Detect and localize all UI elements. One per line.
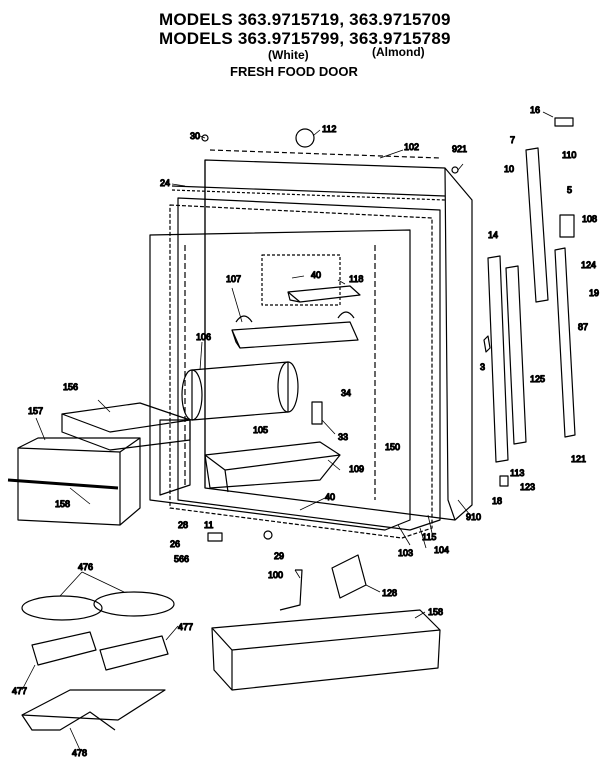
door-trim-strips: [487, 147, 576, 463]
storage-bin-156: [61, 402, 191, 496]
label-108: 108: [582, 214, 597, 224]
label-150: 150: [385, 442, 400, 452]
label-28: 28: [178, 520, 188, 530]
label-87: 87: [578, 322, 588, 332]
label-109: 109: [349, 464, 364, 474]
label-26: 26: [170, 539, 180, 549]
label-102: 102: [404, 142, 419, 152]
label-10: 10: [504, 164, 514, 174]
label-30: 30: [190, 131, 200, 141]
label-118: 118: [349, 274, 363, 284]
label-107: 107: [226, 274, 241, 284]
door-outer-panel: [204, 149, 473, 521]
storage-bin-157: [17, 437, 141, 526]
leader-lines: [21, 111, 554, 751]
label-3: 3: [480, 362, 485, 372]
label-18: 18: [492, 496, 502, 506]
label-158b: 158: [428, 607, 443, 617]
label-910: 910: [466, 512, 481, 522]
egg-trays-476: [21, 591, 175, 621]
label-121: 121: [571, 454, 586, 464]
models-title-line-1: MODELS 363.9715719, 363.9715709: [159, 10, 451, 29]
diagram-header: MODELS 363.9715719, 363.9715709 MODELS 3…: [0, 0, 608, 80]
label-128: 128: [382, 588, 397, 598]
shelf-128: [331, 554, 367, 599]
label-100: 100: [268, 570, 283, 580]
storage-bin-158: [211, 609, 441, 691]
door-inner-liner: [149, 229, 411, 531]
shelf-107: [231, 311, 359, 349]
label-478: 478: [72, 748, 87, 758]
label-105: 105: [253, 425, 268, 435]
label-7: 7: [510, 135, 515, 145]
dairy-cylinder: [181, 361, 299, 421]
label-11: 11: [204, 520, 213, 530]
label-40a: 40: [311, 270, 321, 280]
label-157: 157: [28, 406, 43, 416]
retainer-bar-158a: [7, 478, 119, 490]
label-103: 103: [398, 548, 413, 558]
label-921: 921: [452, 144, 467, 154]
section-title: FRESH FOOD DOOR: [230, 64, 358, 79]
white-color-note: (White): [268, 48, 309, 62]
label-34: 34: [341, 388, 351, 398]
label-125: 125: [530, 374, 545, 384]
almond-color-note: (Almond): [372, 45, 425, 59]
label-33: 33: [338, 432, 348, 442]
holder-478: [21, 689, 166, 731]
label-16: 16: [530, 105, 540, 115]
label-19: 19: [589, 288, 599, 298]
label-24: 24: [160, 178, 170, 188]
label-29: 29: [274, 551, 284, 561]
label-123: 123: [520, 482, 535, 492]
label-566: 566: [174, 554, 189, 564]
label-104: 104: [434, 545, 449, 555]
label-113: 113: [510, 468, 524, 478]
part-labels: 30 112 102 921 24 16 110 7 10 5 108 14 1…: [11, 104, 599, 758]
label-158a: 158: [55, 499, 70, 509]
label-156: 156: [63, 382, 78, 392]
basket-109: [204, 441, 341, 493]
label-106: 106: [196, 332, 211, 342]
bracket-100: [279, 569, 303, 611]
bracket-33: [311, 401, 323, 425]
label-124: 124: [581, 260, 596, 270]
label-115: 115: [422, 532, 436, 542]
butter-compartment: [287, 285, 361, 303]
label-14: 14: [488, 230, 498, 240]
label-110: 110: [562, 150, 576, 160]
label-40b: 40: [325, 492, 335, 502]
label-476: 476: [78, 562, 93, 572]
models-title-line-2: MODELS 363.9715799, 363.9715789: [159, 29, 451, 48]
label-5: 5: [567, 185, 572, 195]
label-477b: 477: [12, 686, 27, 696]
label-112: 112: [322, 124, 336, 134]
trays-477: [31, 631, 169, 671]
label-477a: 477: [178, 622, 193, 632]
door-gasket: [169, 185, 446, 539]
